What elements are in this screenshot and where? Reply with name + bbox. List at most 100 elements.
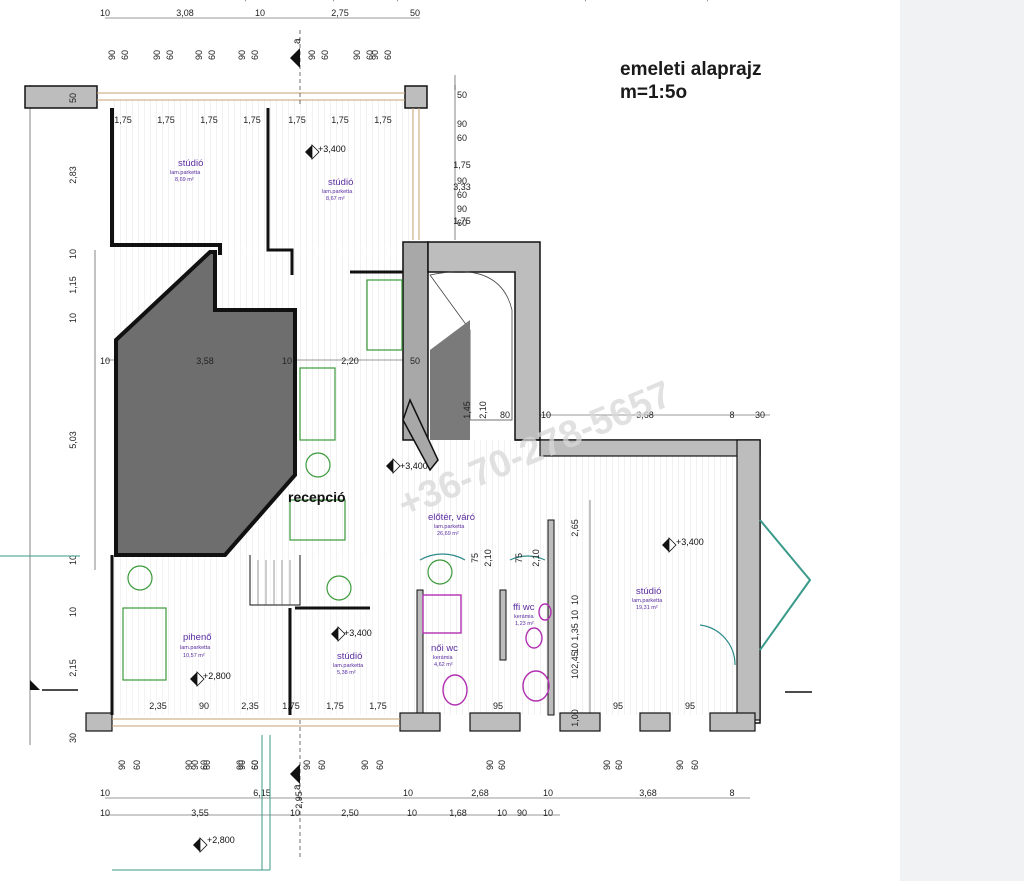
- dimension-label: 90: [457, 176, 467, 186]
- dimension-label: 10: [543, 808, 553, 818]
- dimension-label: 90: [700, 0, 710, 2]
- dimension-label: 1,75: [288, 115, 306, 125]
- dimension-label: 2,10: [579, 0, 597, 2]
- dimension-label: 90: [352, 50, 362, 60]
- room-finish: lam.parketta: [333, 663, 364, 669]
- dimension-label: 60: [250, 760, 260, 770]
- room-area: 10,57 m²: [183, 653, 205, 659]
- level-marker-icon: [305, 144, 320, 160]
- dimension-label: 90: [317, 0, 327, 2]
- dimension-label: 90: [107, 50, 117, 60]
- section-arrow-icon: [290, 764, 300, 784]
- dimension-label: 50: [457, 90, 467, 100]
- dimension-label: 10: [497, 808, 507, 818]
- svg-text:a: a: [292, 784, 303, 790]
- dimension-label: 2,65: [570, 519, 580, 537]
- scale-line: m=1:5o: [620, 82, 688, 103]
- title-line: emeleti alaprajz: [620, 59, 762, 80]
- room-labels: stúdió lam.parketta 8,69 m² stúdió lam.p…: [170, 158, 663, 676]
- level-marker-icon: [662, 537, 677, 553]
- level-text: +3,400: [400, 461, 428, 471]
- level-marker-icon: [190, 671, 205, 687]
- dimension-label: 2,95: [294, 791, 304, 809]
- dimension-label: 2,68: [471, 788, 489, 798]
- dimension-label: 90: [360, 760, 370, 770]
- dimension-label: 90: [307, 50, 317, 60]
- dimension-label: 60: [614, 760, 624, 770]
- level-markers: +3,400 +3,400 +3,400 +3,400 +2,800 +2,80…: [190, 144, 704, 853]
- dimension-label: 60: [199, 760, 209, 770]
- drawing-title: emeleti alaprajz m=1:5o: [620, 58, 762, 104]
- dimension-label: 60: [457, 133, 467, 143]
- dimension-label: 1,75: [282, 701, 300, 711]
- dimension-label: 90: [302, 760, 312, 770]
- walls: [24, 85, 812, 732]
- room-name: stúdió: [328, 177, 353, 188]
- dimension-label: 10: [570, 643, 580, 653]
- dimension-label: 10: [570, 610, 580, 620]
- dimension-label: 10: [100, 8, 110, 18]
- floor-plan-svg: stúdió lam.parketta 8,69 m² stúdió lam.p…: [0, 0, 812, 871]
- dimension-label: 10: [570, 595, 580, 605]
- dimension-label: 3,68: [636, 410, 654, 420]
- dimension-label: 60: [375, 760, 385, 770]
- room-area: 19,31 m²: [636, 605, 658, 611]
- dimension-label: 60: [690, 760, 700, 770]
- dimension-label: 95: [493, 701, 503, 711]
- room-finish: kerámia: [514, 614, 535, 620]
- room-name: ffi wc: [513, 602, 535, 613]
- dimension-label: 90: [457, 204, 467, 214]
- dimension-label: 10: [100, 788, 110, 798]
- room-finish: lam.parketta: [632, 598, 663, 604]
- room-area: 5,38 m²: [337, 670, 356, 676]
- dimension-label: 1,75: [453, 160, 471, 170]
- sanitary-fixtures: [422, 594, 552, 706]
- dimension-label: 90: [233, 0, 243, 2]
- dimension-label: 60: [457, 190, 467, 200]
- dimension-label: 90: [237, 760, 247, 770]
- reception-label: recepció: [288, 489, 346, 505]
- dimension-label: 10: [543, 788, 553, 798]
- room-finish: lam.parketta: [322, 189, 353, 195]
- dimension-label: 2,10: [327, 0, 345, 2]
- level-text: +2,800: [207, 835, 235, 845]
- dimension-label: 90: [370, 50, 380, 60]
- room-finish: lam.parketta: [170, 170, 201, 176]
- dimension-label: 2,35: [241, 701, 259, 711]
- dimension-label: 1,75: [369, 701, 387, 711]
- dimension-label: 60: [165, 50, 175, 60]
- dimension-label: 1,75: [114, 115, 132, 125]
- dimension-label: 90: [117, 760, 127, 770]
- dimension-label: 60: [317, 760, 327, 770]
- room-finish: lam.parketta: [180, 645, 211, 651]
- room-finish: kerámia: [433, 655, 454, 661]
- dimension-label: 90: [602, 760, 612, 770]
- dimension-label: 90: [395, 0, 405, 2]
- level-text: +3,400: [318, 144, 346, 154]
- dimension-label: 10: [68, 313, 78, 323]
- room-area: 4,62 m²: [434, 662, 453, 668]
- room-name: női wc: [431, 643, 458, 654]
- dimension-label: 1,45: [462, 401, 472, 419]
- dimension-label: 8: [729, 410, 734, 420]
- dimension-label: 10: [100, 808, 110, 818]
- dimension-label: 10: [403, 788, 413, 798]
- dimension-label: 2,10: [239, 0, 257, 2]
- dimension-label: 30: [755, 410, 765, 420]
- side-panel: [900, 0, 1024, 881]
- dimension-label: 2,10: [391, 0, 409, 2]
- dimension-label: 50: [410, 356, 420, 366]
- dimension-label: 80: [500, 410, 510, 420]
- dimension-label: 75: [514, 553, 524, 563]
- dimension-label: 1,75: [326, 701, 344, 711]
- dimension-label: 2,10: [701, 0, 719, 2]
- dimension-label: 95: [685, 701, 695, 711]
- dimension-label: 2,45: [570, 651, 580, 669]
- dimension-label: 1,35: [570, 623, 580, 641]
- level-text: +2,800: [203, 671, 231, 681]
- dimension-label: 90: [485, 760, 495, 770]
- room-name: előtér, váró: [428, 512, 475, 523]
- dimension-label: 90: [675, 760, 685, 770]
- dimension-label: 2,35: [149, 701, 167, 711]
- section-arrow-icon: [30, 680, 40, 690]
